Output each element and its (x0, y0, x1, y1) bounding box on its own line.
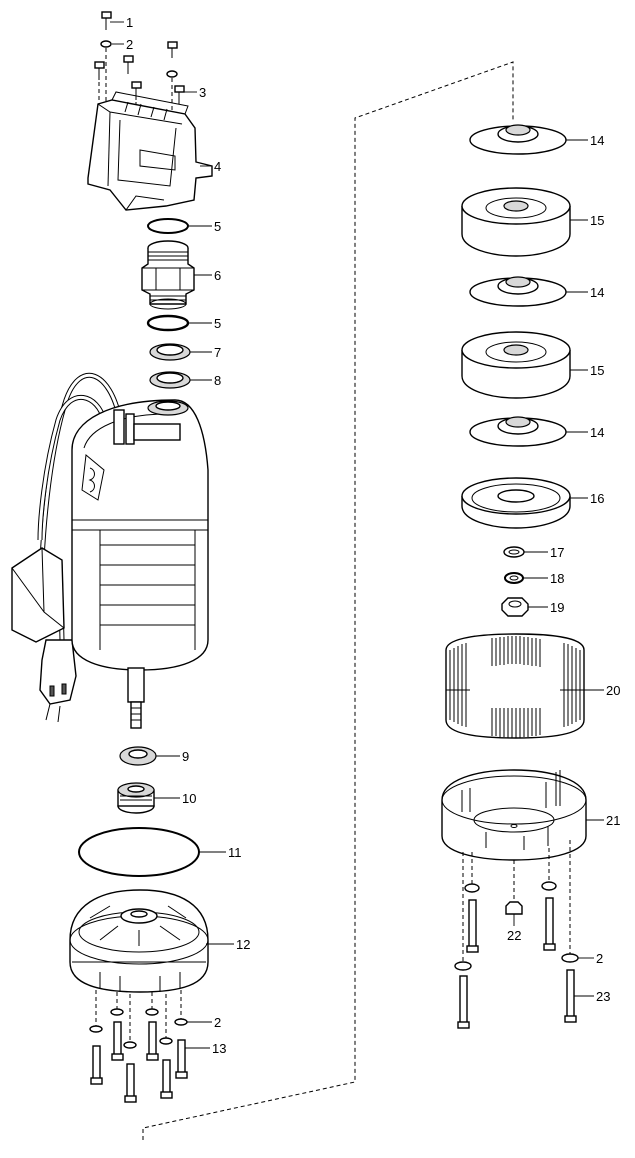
callout-6: 6 (214, 268, 221, 283)
callout-23: 23 (596, 989, 610, 1004)
callout-11: 11 (228, 845, 242, 860)
part-seal-9 (119, 746, 157, 766)
part-washer-2-top (100, 40, 178, 78)
callout-13: 13 (212, 1041, 226, 1056)
part-stage-cover-16 (461, 477, 571, 529)
callout-4: 4 (214, 159, 221, 174)
callout-15-b: 15 (590, 363, 604, 378)
callout-8: 8 (214, 373, 221, 388)
part-base-21 (441, 769, 587, 861)
callout-2-right: 2 (596, 951, 603, 966)
callout-14-b: 14 (590, 285, 604, 300)
part-nut-19 (501, 597, 529, 617)
callout-7: 7 (214, 345, 221, 360)
callout-5-lower: 5 (214, 316, 221, 331)
callout-3: 3 (199, 85, 206, 100)
callout-19: 19 (550, 600, 564, 615)
part-handle-4 (87, 91, 213, 211)
part-washer-2-right (454, 881, 579, 971)
part-strainer-20 (445, 633, 585, 739)
callout-14-c: 14 (590, 425, 604, 440)
callout-14-a: 14 (590, 133, 604, 148)
leader-lines (110, 21, 604, 1049)
callout-22: 22 (507, 928, 521, 943)
callout-18: 18 (550, 571, 564, 586)
callout-1: 1 (126, 15, 133, 30)
part-spring-washer-18 (504, 572, 524, 584)
callout-17: 17 (550, 545, 564, 560)
callout-2-top: 2 (126, 37, 133, 52)
part-screw-3 (94, 55, 185, 104)
part-washer-2-bottom-left (89, 1008, 188, 1049)
part-washer-17 (503, 546, 525, 558)
callout-labels: 1 2 3 4 5 6 5 7 8 9 10 11 12 2 13 14 15 … (126, 15, 620, 1056)
callout-21: 21 (606, 813, 620, 828)
callout-5-upper: 5 (214, 219, 221, 234)
part-diffuser-14-c (469, 416, 567, 447)
callout-9: 9 (182, 749, 189, 764)
part-seal-ring-8 (149, 371, 191, 389)
part-o-ring-11 (78, 827, 200, 877)
part-diffuser-14-b (469, 276, 567, 307)
part-screw-23 (457, 897, 577, 1029)
callout-15-a: 15 (590, 213, 604, 228)
part-screw-1 (101, 11, 178, 58)
callout-16: 16 (590, 491, 604, 506)
part-stage-housing-15-a (461, 187, 571, 257)
part-threaded-nipple-6 (141, 240, 195, 310)
part-bolt-22 (505, 901, 523, 915)
part-o-ring-5-upper (147, 218, 189, 234)
part-stage-housing-15-b (461, 331, 571, 399)
callout-20: 20 (606, 683, 620, 698)
callout-10: 10 (182, 791, 196, 806)
part-mechanical-seal-10 (117, 782, 155, 814)
part-pump-housing-12 (69, 889, 209, 993)
alignment-lines-bottom-left (95, 990, 182, 1044)
assembly-connector-dashed-line (142, 61, 514, 1140)
callout-2-bottom-left: 2 (214, 1015, 221, 1030)
part-o-ring-5-lower (146, 314, 190, 332)
pump-motor-housing (11, 372, 209, 729)
part-diffuser-14-a (469, 124, 567, 155)
part-ring-7 (149, 343, 191, 361)
callout-12: 12 (236, 937, 250, 952)
part-screw-13 (90, 1021, 188, 1103)
